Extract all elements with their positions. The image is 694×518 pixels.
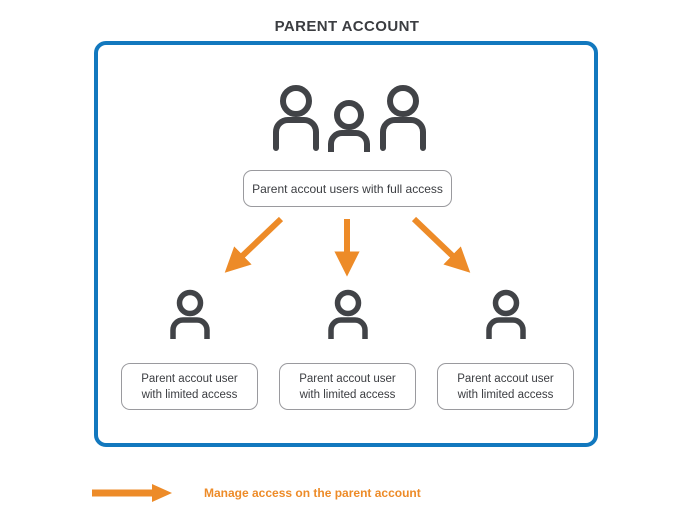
limited-access-label-box: Parent accout user with limited access (121, 363, 258, 410)
people-group-icon (273, 85, 426, 152)
limited-access-label-box: Parent accout user with limited access (279, 363, 416, 410)
limited-access-label-box: Parent accout user with limited access (437, 363, 574, 410)
person-icon (486, 289, 526, 339)
legend: Manage access on the parent account (92, 481, 421, 505)
right-arrow-icon (92, 484, 172, 502)
page-title: PARENT ACCOUNT (274, 18, 420, 35)
person-icon (170, 289, 210, 339)
full-access-label-box: Parent accout users with full access (243, 170, 452, 207)
legend-label: Manage access on the parent account (204, 486, 421, 500)
person-icon (328, 289, 368, 339)
